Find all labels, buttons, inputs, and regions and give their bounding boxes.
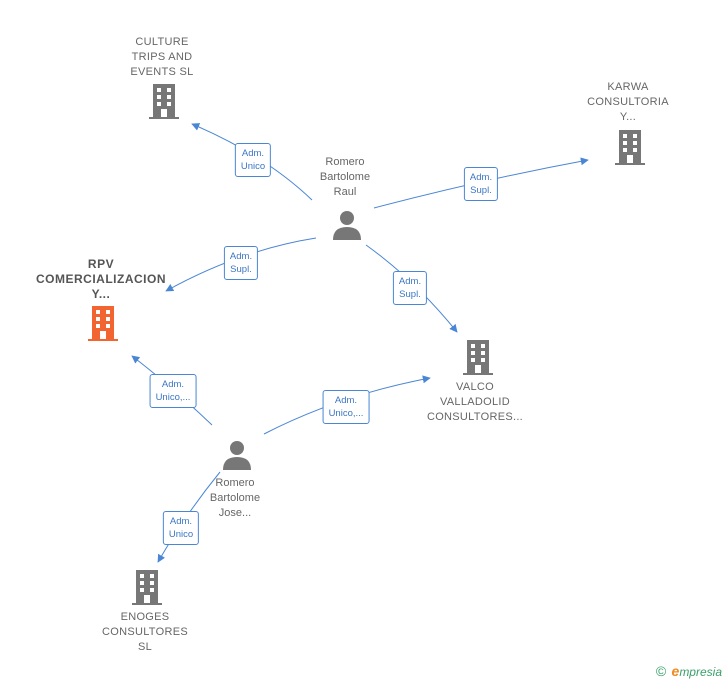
node-label-culture: CULTURE TRIPS AND EVENTS SL: [130, 36, 194, 78]
brand-logo-initial: e: [671, 663, 680, 679]
brand-logo-text: mpresia: [679, 665, 722, 679]
edge-label-raul-culture[interactable]: Adm. Unico: [234, 143, 272, 177]
edge-label-jose-rpv[interactable]: Adm. Unico,...: [149, 374, 197, 408]
node-label-karwa: KARWA CONSULTORIA Y...: [587, 81, 669, 123]
building-icon[interactable]: [149, 84, 179, 119]
person-icon[interactable]: [222, 440, 252, 470]
node-label-rpv: RPV COMERCIALIZACION Y...: [36, 257, 166, 301]
edge-label-jose-valco[interactable]: Adm. Unico,...: [322, 390, 370, 424]
node-label-jose: Romero Bartolome Jose...: [209, 477, 261, 519]
edge-label-raul-rpv[interactable]: Adm. Supl.: [223, 246, 259, 280]
node-label-valco: VALCO VALLADOLID CONSULTORES...: [426, 381, 524, 423]
building-icon[interactable]: [88, 306, 118, 341]
building-icon[interactable]: [132, 570, 162, 605]
edge-label-jose-enoges[interactable]: Adm. Unico: [162, 511, 200, 545]
edge-label-raul-valco[interactable]: Adm. Supl.: [392, 271, 428, 305]
footer-brand: © empresia: [656, 663, 722, 679]
building-icon[interactable]: [463, 340, 493, 375]
node-label-enoges: ENOGES CONSULTORES SL: [101, 611, 189, 653]
copyright-icon: ©: [655, 663, 667, 679]
edge-label-raul-karwa[interactable]: Adm. Supl.: [463, 167, 499, 201]
building-icon[interactable]: [615, 130, 645, 165]
node-label-raul: Romero Bartolome Raul: [319, 156, 371, 198]
person-icon[interactable]: [332, 210, 362, 240]
